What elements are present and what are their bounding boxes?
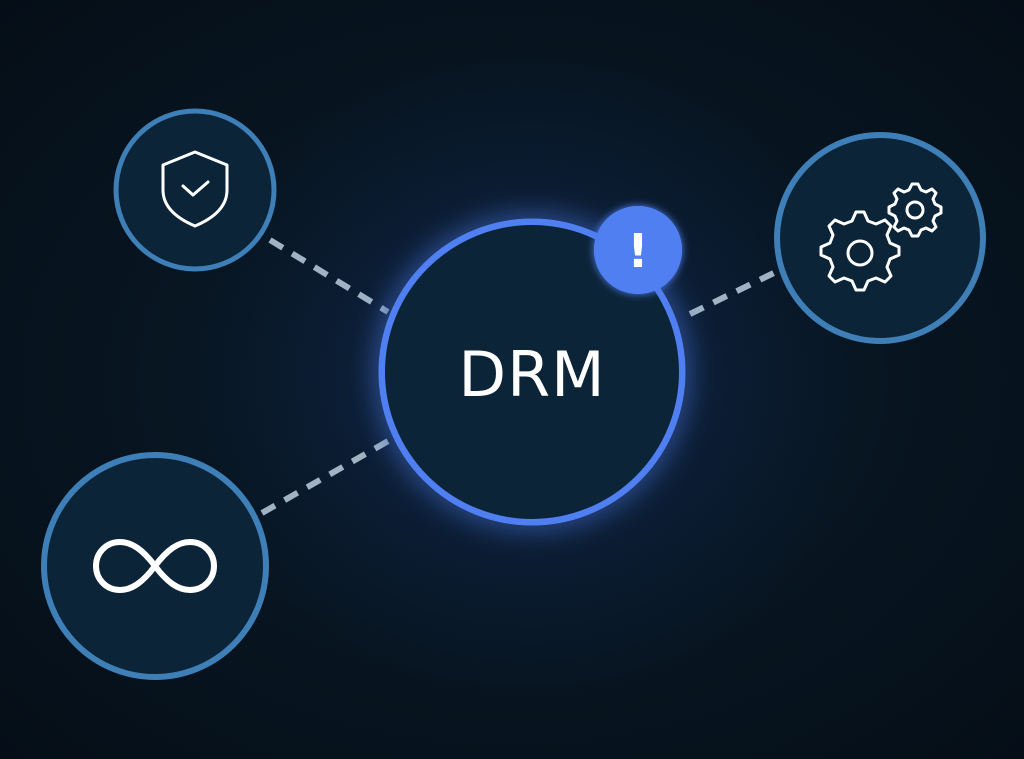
infinity-icon	[93, 539, 217, 593]
gears-icon	[819, 182, 943, 292]
alert-badge: !	[594, 206, 682, 294]
alert-symbol: !	[628, 224, 649, 278]
connector-settings	[688, 265, 786, 317]
connector-loop	[260, 437, 392, 516]
connector-security	[268, 237, 390, 315]
node-security	[113, 108, 277, 272]
shield-check-icon	[161, 150, 229, 228]
node-loop	[41, 452, 269, 680]
node-settings	[774, 132, 986, 344]
alert-icon	[594, 206, 682, 294]
center-label: DRM	[458, 338, 605, 411]
node-center: DRM	[378, 218, 686, 526]
